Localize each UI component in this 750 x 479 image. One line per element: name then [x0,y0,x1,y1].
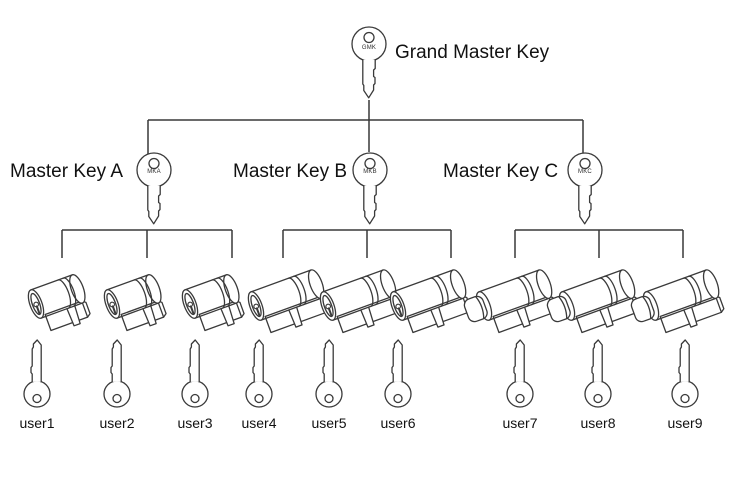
master-key-c-label: Master Key C [443,161,559,182]
lock-cylinder-icon-8 [543,267,645,345]
lock-cylinder-icon-3 [178,271,250,339]
user6-label: user6 [380,415,416,431]
user-key-icon-7 [506,339,534,408]
master-key-b-tag: MKB [363,169,377,175]
user2-label: user2 [99,415,135,431]
user-key-icon-6 [384,339,412,408]
lock-cylinder-icon-4 [244,266,335,341]
user3-label: user3 [177,415,213,431]
grand-master-key-icon [351,26,387,99]
user1-label: user1 [19,415,55,431]
tree-connector-lines [61,100,684,258]
lock-cylinder-icon-7 [460,267,562,345]
user-key-icon-3 [181,339,209,408]
user4-label: user4 [241,415,277,431]
master-key-a-icon [136,152,172,225]
user-key-icon-8 [584,339,612,408]
grand-master-key-tag: GMK [361,45,377,51]
user-key-icon-2 [103,339,131,408]
master-key-b-icon [352,152,388,225]
user7-label: user7 [502,415,538,431]
master-key-c-tag: MKC [578,169,592,175]
user-key-icon-4 [245,339,273,408]
lock-cylinder-icon-1 [24,271,96,339]
lock-cylinder-icon-9 [627,267,729,345]
user9-label: user9 [667,415,703,431]
user-key-icon-5 [315,339,343,408]
user-key-icon-1 [23,339,51,408]
lock-cylinder-icon-6 [386,266,477,341]
user-key-icon-9 [671,339,699,408]
master-key-c-icon [567,152,603,225]
master-key-a-label: Master Key A [10,161,123,182]
master-key-a-tag: MKA [147,169,161,175]
grand-master-key-label: Grand Master Key [395,42,550,63]
user8-label: user8 [580,415,616,431]
lock-cylinder-icon-2 [100,271,172,339]
user5-label: user5 [311,415,347,431]
master-key-b-label: Master Key B [233,161,348,182]
